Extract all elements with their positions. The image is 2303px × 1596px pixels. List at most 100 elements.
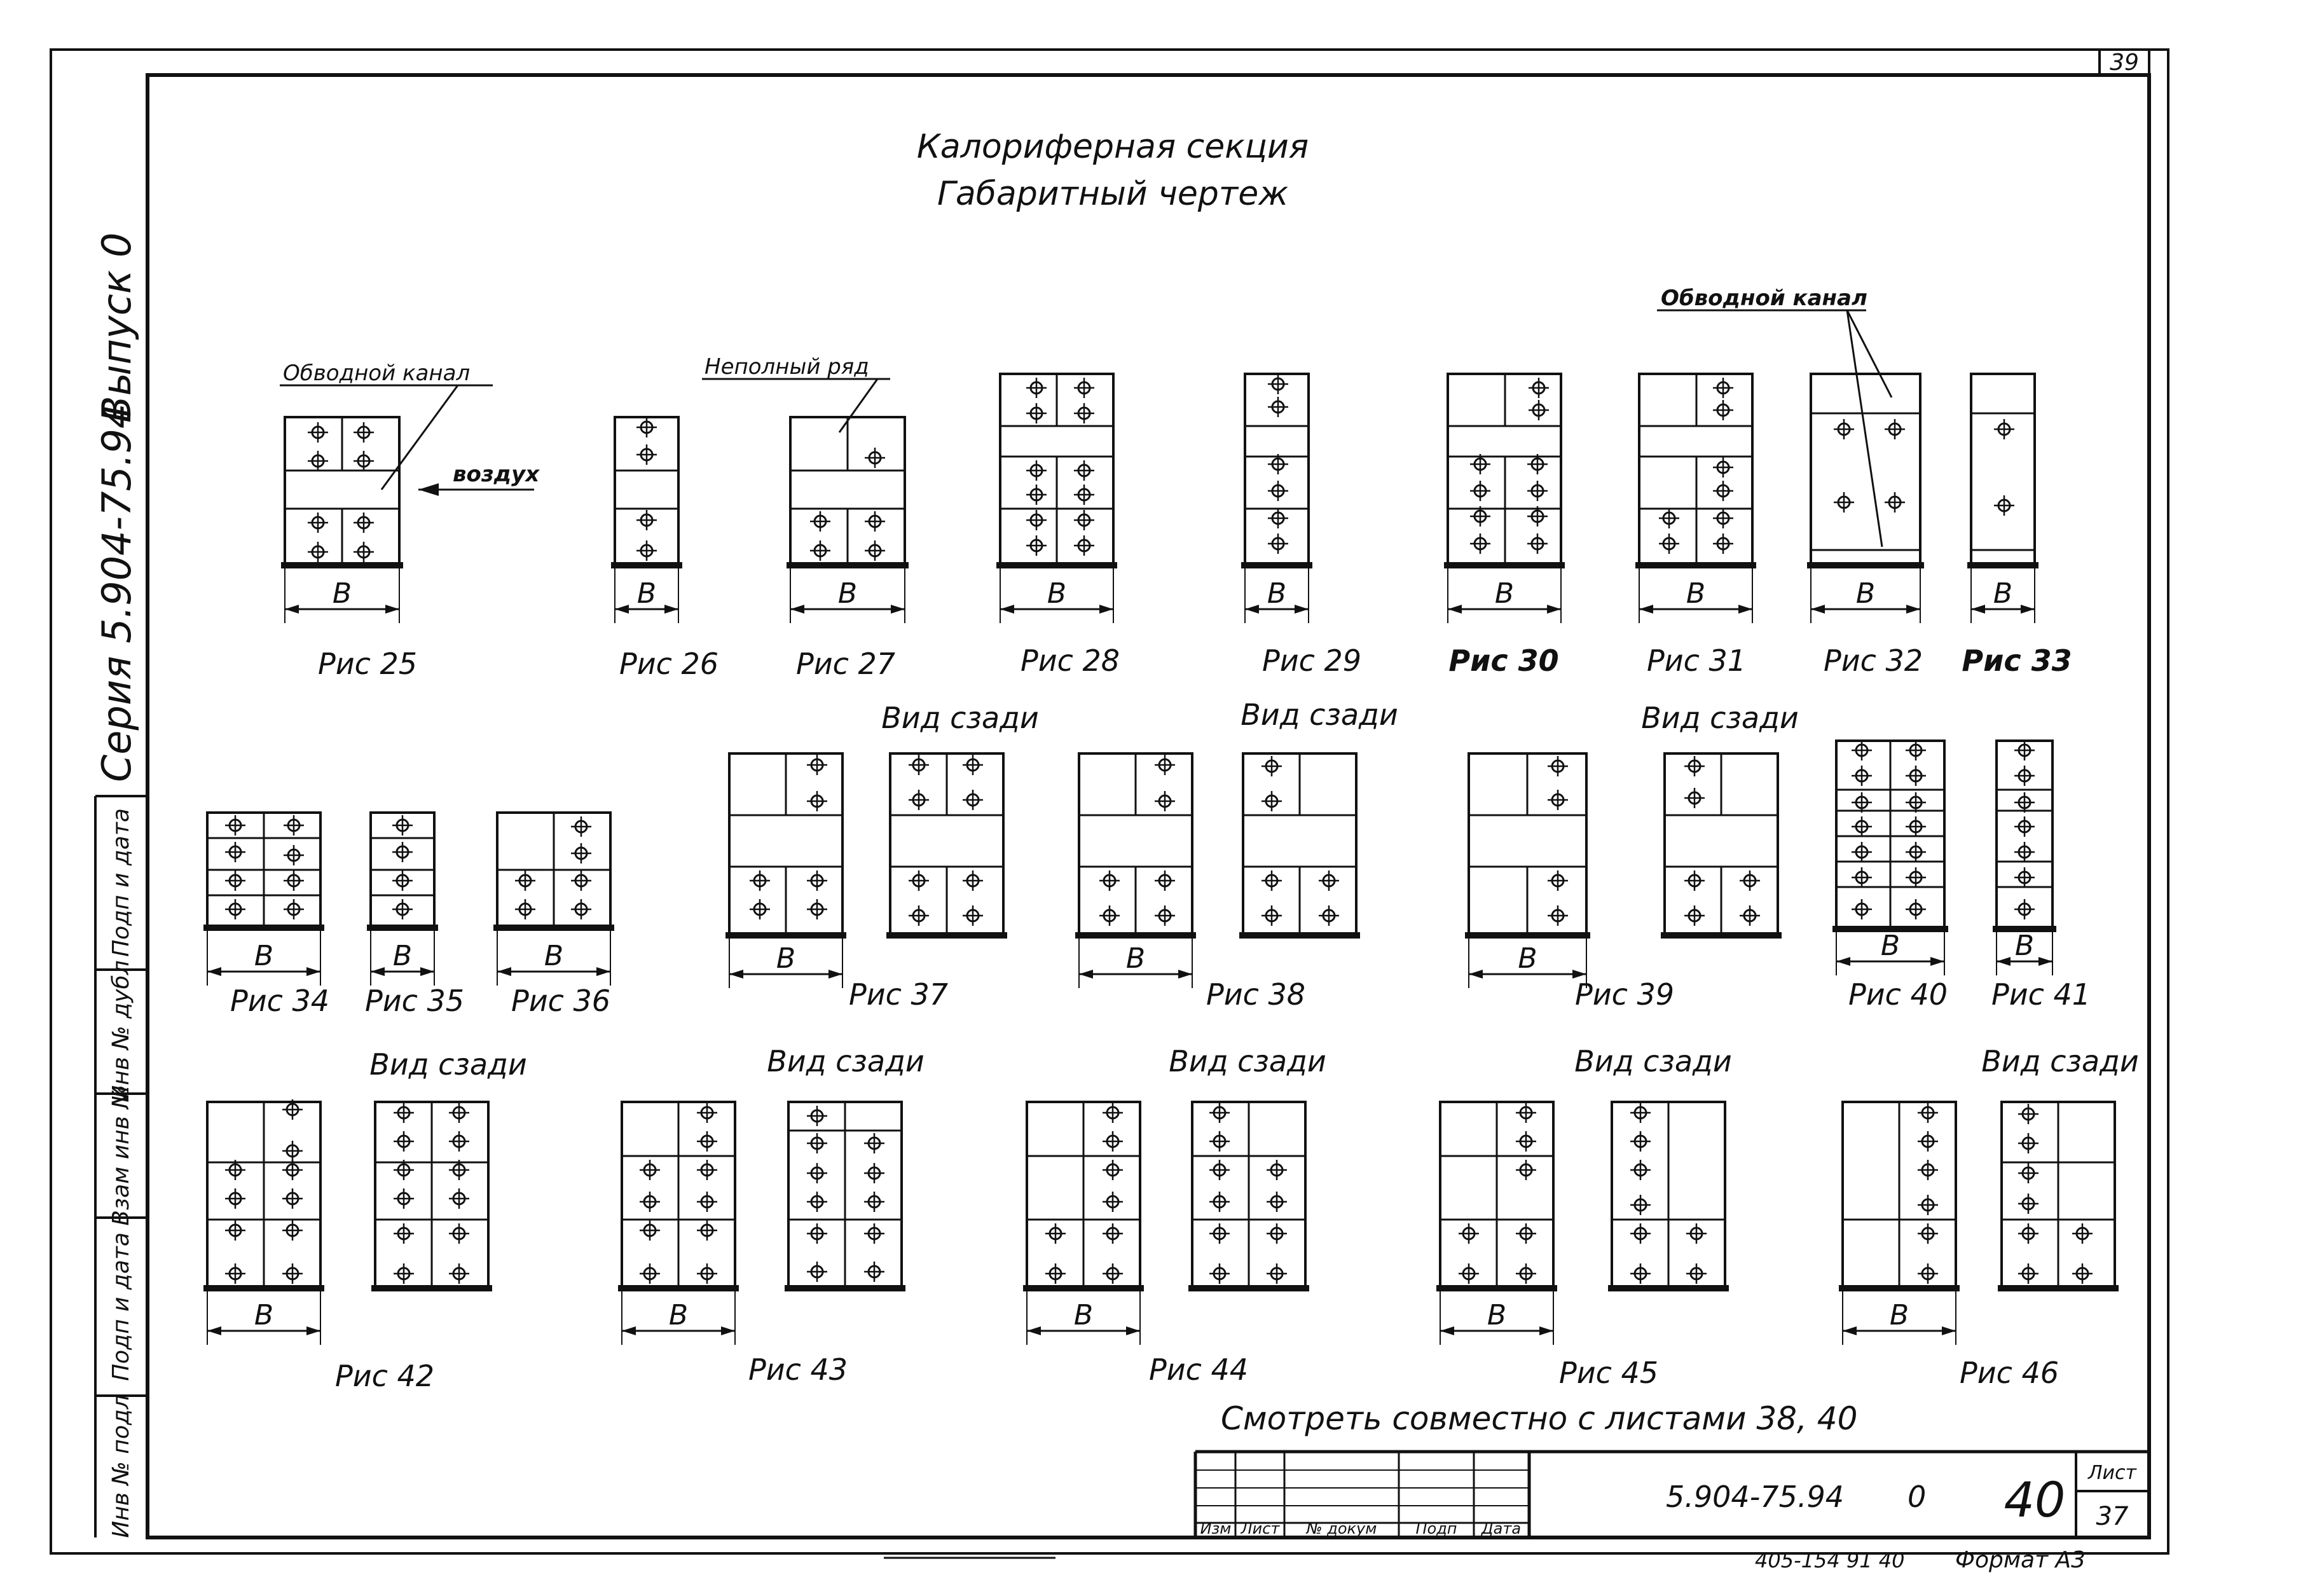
fig37-rear: [886, 752, 1007, 939]
dim-arrow: [615, 605, 629, 614]
fig39-caption: Рис 39: [1575, 977, 1674, 1012]
fig30-caption: Рис 30: [1448, 643, 1558, 678]
strip-cell-4: Подп и дата: [108, 1232, 134, 1381]
left-strip: Серия 5.904-75.94 Выпуск 0 Подп и дата И…: [93, 233, 140, 1538]
section-base: [1239, 932, 1360, 939]
fig43-rear: [785, 1101, 905, 1291]
dim-arrow: [1971, 605, 1985, 614]
series-label: Серия 5.904-75.94: [93, 404, 140, 782]
fig26-caption: Рис 26: [619, 647, 718, 681]
dim-arrow: [1639, 605, 1653, 614]
dim-arrow: [1469, 970, 1483, 979]
tb-header-sign: Подп: [1415, 1520, 1457, 1538]
dim-arrow: [2038, 957, 2052, 966]
dim-b-label: В: [1267, 577, 1286, 610]
dim-arrow: [420, 967, 434, 976]
fig38-front: В: [1075, 752, 1196, 988]
dim-arrow: [721, 1326, 735, 1335]
fig44-rear: [1188, 1101, 1309, 1291]
dim-arrow: [1539, 1326, 1553, 1335]
section-base: [787, 562, 909, 568]
dim-arrow: [828, 970, 842, 979]
fig27-section: В: [787, 416, 909, 623]
rear-view-label-37: Вид сзади: [881, 701, 1039, 735]
section-base: [1188, 1285, 1309, 1291]
dim-b-label: В: [1047, 577, 1066, 610]
tb-sheet-label: Лист: [2087, 1462, 2138, 1484]
dim-b-label: В: [333, 577, 352, 610]
dim-b-label: В: [1856, 577, 1875, 610]
section-outline: [1970, 373, 2036, 566]
dim-arrow: [1178, 970, 1192, 979]
fig39-front: В: [1465, 752, 1590, 988]
dim-b-label: В: [1126, 942, 1145, 975]
dim-b-label: В: [838, 577, 857, 610]
dim-arrow: [306, 967, 320, 976]
section-base: [1967, 562, 2038, 568]
fig34-caption: Рис 34: [230, 984, 329, 1018]
strip-cell-1: Подп и дата: [108, 808, 134, 957]
fig35-caption: Рис 35: [365, 984, 464, 1018]
fig37-caption: Рис 37: [849, 977, 948, 1012]
fig28-section: В: [996, 373, 1117, 623]
fig25-caption: Рис 25: [318, 647, 417, 681]
dim-arrow: [1079, 970, 1093, 979]
strip-cell-3: Взам инв №: [108, 1085, 134, 1226]
section-base: [1993, 926, 2056, 932]
rear-view-label-43: Вид сзади: [767, 1044, 925, 1078]
dim-arrow: [497, 967, 511, 976]
tb-header-list: Лист: [1241, 1520, 1281, 1538]
dim-arrow: [1942, 1326, 1956, 1335]
dim-arrow: [622, 1326, 636, 1335]
fig46-rear: [1998, 1101, 2119, 1291]
dim-arrow: [1000, 605, 1014, 614]
dim-arrow: [1245, 605, 1259, 614]
fig46-caption: Рис 46: [1960, 1356, 2059, 1390]
fig38-caption: Рис 38: [1206, 977, 1305, 1012]
section-base: [886, 932, 1007, 939]
fig44-front: В: [1023, 1101, 1144, 1345]
air-label: воздух: [453, 462, 540, 487]
dim-b-label: В: [1890, 1299, 1909, 1331]
strip-cell-2: Инв № дубл: [108, 960, 134, 1102]
dim-arrow: [1906, 605, 1920, 614]
fig39-rear: [1661, 752, 1782, 939]
title-line-1: Калориферная секция: [917, 128, 1309, 166]
fig32-caption: Рис 32: [1824, 643, 1923, 678]
dim-arrow: [1440, 1326, 1454, 1335]
fig40-section: В: [1832, 740, 1948, 975]
fig45-caption: Рис 45: [1559, 1356, 1658, 1390]
dim-arrow: [664, 605, 678, 614]
dim-b-label: В: [669, 1299, 688, 1331]
footer-format: Формат А3: [1955, 1547, 2086, 1573]
dim-arrow: [1997, 957, 2011, 966]
strip-cell-5: Инв № подл: [108, 1394, 134, 1538]
fig43-caption: Рис 43: [748, 1352, 848, 1387]
section-base: [1444, 562, 1565, 568]
section-base: [1832, 926, 1948, 932]
fig28-caption: Рис 28: [1021, 643, 1120, 678]
dim-b-label: В: [2015, 930, 2034, 962]
fig31-section: В: [1635, 373, 1756, 623]
dim-arrow: [371, 967, 385, 976]
dim-arrow: [891, 605, 905, 614]
dim-arrow: [729, 970, 743, 979]
section-base: [1635, 562, 1756, 568]
fig34-section: В: [203, 811, 324, 986]
dim-b-label: В: [254, 940, 273, 972]
dim-b-label: В: [637, 577, 656, 610]
dim-arrow: [385, 605, 399, 614]
fig32-section: В: [1807, 373, 1924, 623]
footer-stamp: 405-154 91 40: [1755, 1548, 1904, 1572]
section-base: [371, 1285, 492, 1291]
section-base: [785, 1285, 905, 1291]
fig31-caption: Рис 31: [1647, 643, 1746, 678]
dim-b-label: В: [1487, 1299, 1506, 1331]
rear-view-label-44: Вид сзади: [1169, 1044, 1326, 1078]
dim-arrow: [596, 967, 610, 976]
dim-arrow: [1930, 957, 1944, 966]
fig42-caption: Рис 42: [335, 1359, 434, 1393]
section-base: [367, 925, 438, 931]
fig45-front: В: [1436, 1101, 1557, 1345]
dim-arrow: [1099, 605, 1113, 614]
